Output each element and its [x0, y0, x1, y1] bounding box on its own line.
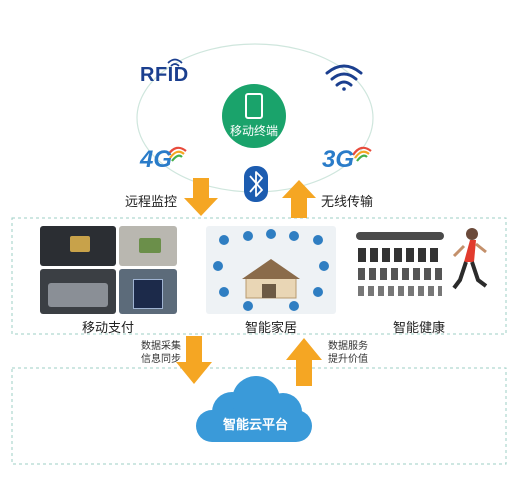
rfid-label: RFID: [140, 64, 189, 86]
device-row-3: [358, 286, 442, 296]
runner-figure: [452, 228, 488, 290]
wristband-row: [356, 232, 444, 240]
house-illustration: [213, 229, 329, 311]
service-line-1: 数据服务: [328, 341, 368, 352]
smart-health-caption: 智能健康: [393, 321, 446, 336]
arrow-down-collect: [176, 336, 212, 384]
smart-home-caption: 智能家居: [245, 321, 298, 336]
rfid-signal-icon: [167, 58, 183, 67]
payment-terminal-photo: [40, 269, 116, 314]
g3-label: 3G: [322, 146, 355, 173]
collect-label: 数据采集 信息同步: [141, 340, 181, 366]
smart-home-photo: [206, 226, 336, 314]
arrow-up-wireless: [282, 180, 316, 218]
bluetooth-icon: [244, 166, 268, 202]
wifi-icon: [325, 64, 363, 91]
nfc-photo: [119, 269, 177, 314]
wireless-label: 无线传输: [321, 195, 374, 210]
arrow-down-remote: [184, 178, 218, 216]
g4-label: 4G: [140, 146, 173, 173]
cloud-shape: [196, 376, 312, 442]
applications-box: [11, 217, 507, 335]
collect-line-1: 数据采集: [141, 341, 181, 352]
g4-signal-icon: [167, 146, 187, 162]
sim-card-photo: [40, 226, 116, 266]
g3-signal-icon: [352, 146, 372, 162]
mobile-pay-caption: 移动支付: [82, 321, 135, 336]
cloud-box: [11, 367, 507, 465]
mobile-terminal-node: 移动终端: [222, 84, 286, 148]
service-label: 数据服务 提升价值: [328, 340, 368, 366]
device-row-1: [358, 248, 442, 262]
collect-line-2: 信息同步: [141, 354, 181, 365]
smart-health-photo: [356, 226, 490, 314]
terminal-label: 移动终端: [230, 124, 279, 138]
arrow-up-service: [286, 338, 322, 386]
service-line-2: 提升价值: [328, 354, 368, 365]
hand-card-photo: [119, 226, 177, 266]
remote-monitor-label: 远程监控: [125, 195, 178, 210]
cloud-platform-label: 智能云平台: [223, 418, 289, 433]
mobile-pay-photo: [40, 226, 177, 314]
device-row-2: [358, 268, 442, 280]
phone-icon: [245, 93, 263, 119]
